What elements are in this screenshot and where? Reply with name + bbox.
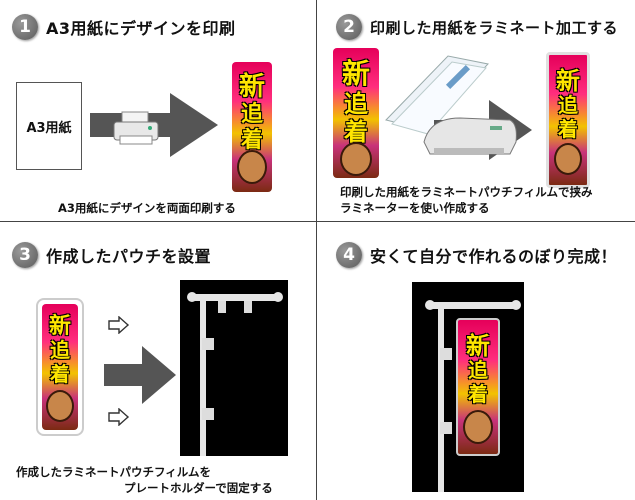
step-3-number: 3	[12, 242, 38, 268]
sheet-char-2: 追	[344, 90, 368, 118]
laminated-char-2: 追	[558, 93, 578, 117]
step-4-title: 安くて自分で作れるのぼり完成！	[370, 247, 618, 266]
step-4-number: 4	[336, 242, 362, 268]
step-3-caption-line1: 作成したラミネートパウチフィルムを	[16, 465, 212, 479]
step-1-number: 1	[12, 14, 38, 40]
step-2-number: 2	[336, 14, 362, 40]
banner-character	[237, 150, 267, 184]
completed-char-2: 追	[468, 358, 488, 382]
sheet-character	[340, 142, 372, 176]
completed-character	[463, 410, 493, 444]
laminated-character	[554, 143, 582, 175]
laminator-icon	[423, 117, 517, 155]
step-2-header: 2 印刷した用紙をラミネート加工する	[336, 14, 618, 40]
pouch-char-3: 着	[50, 362, 70, 386]
step-3-title: 作成したパウチを設置	[46, 247, 212, 266]
step-1-header: 1 A3用紙にデザインを印刷	[12, 14, 236, 40]
banner-char-1: 新	[238, 72, 266, 102]
outline-arrow-icon	[108, 316, 130, 334]
step-2-caption-line1: 印刷した用紙をラミネートパウチフィルムで挟み	[340, 185, 593, 199]
completed-char-3: 着	[468, 382, 488, 406]
completed-banner: 新 追 着	[456, 318, 500, 456]
sheet-char-3: 着	[344, 118, 368, 146]
step-2-caption-line2: ラミネーターを使い作成する	[340, 201, 490, 215]
banner-char-2: 追	[240, 102, 264, 127]
step-3-caption-line2: プレートホルダーで固定する	[124, 481, 273, 495]
laminated-banner: 新 追 着	[546, 52, 590, 188]
pouch-banner: 新 追 着	[42, 304, 78, 430]
pouch-char-2: 追	[50, 338, 70, 362]
pouch-char-1: 新	[48, 314, 72, 339]
vertical-divider	[316, 0, 317, 500]
banner-holder-icon	[187, 292, 283, 456]
laminated-pouch: 新 追 着	[36, 298, 84, 436]
printed-sheet: 新 追 着	[333, 48, 379, 178]
completed-panel: 新 追 着	[412, 282, 524, 492]
holder-panel	[180, 280, 288, 456]
a3-paper: A3用紙	[16, 82, 82, 170]
outline-arrow-icon	[108, 408, 130, 426]
step-4-header: 4 安くて自分で作れるのぼり完成！	[336, 242, 617, 268]
laminate-film-icon	[385, 55, 489, 135]
printed-banner-1: 新 追 着	[232, 62, 272, 192]
step-1-caption: A3用紙にデザインを両面印刷する	[58, 201, 236, 215]
banner-char-3: 着	[240, 128, 264, 153]
laminated-char-3: 着	[558, 117, 578, 141]
a3-paper-label: A3用紙	[26, 120, 72, 136]
completed-holder-icon	[425, 300, 521, 492]
step-1-title: A3用紙にデザインを印刷	[46, 19, 236, 38]
laminated-char-1: 新	[556, 67, 580, 95]
horizontal-divider	[0, 221, 635, 222]
arrow-right-icon	[104, 346, 176, 404]
completed-char-1: 新	[466, 332, 490, 360]
printer-icon	[113, 111, 159, 145]
pouch-character	[46, 390, 74, 422]
step-2-title: 印刷した用紙をラミネート加工する	[370, 18, 619, 37]
step-3-header: 3 作成したパウチを設置	[12, 242, 211, 268]
sheet-char-1: 新	[341, 57, 371, 90]
